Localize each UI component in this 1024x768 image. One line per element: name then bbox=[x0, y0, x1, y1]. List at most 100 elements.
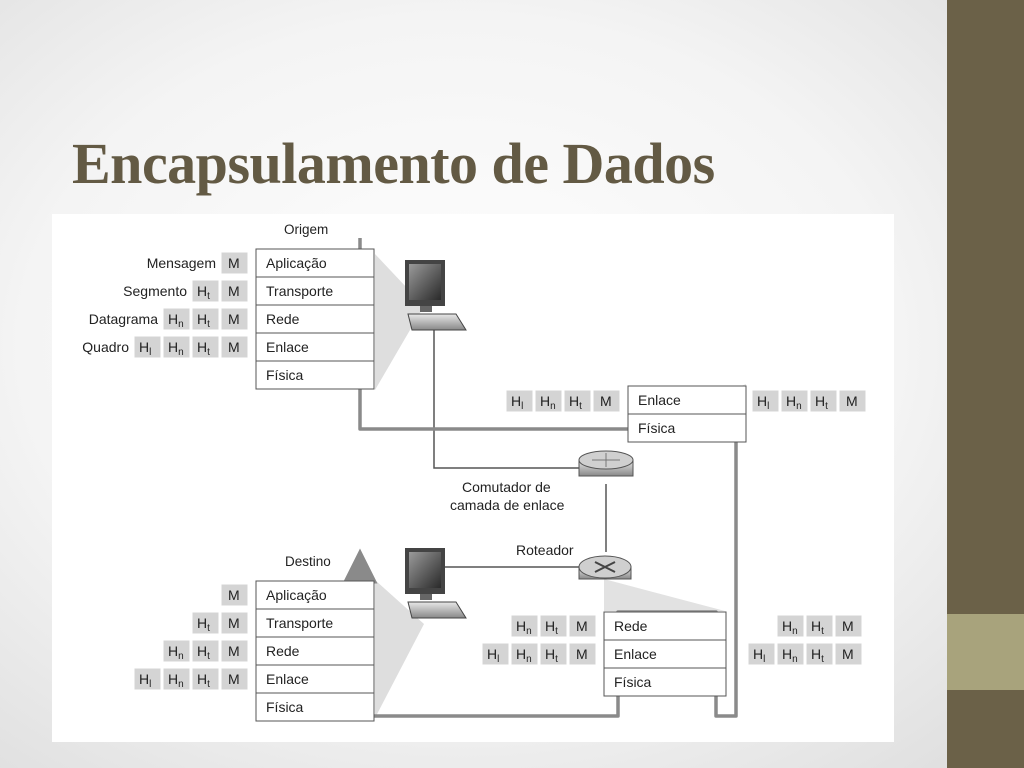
header-cell bbox=[834, 642, 863, 666]
switch-layer-label: Enlace bbox=[638, 392, 681, 408]
source-layer-label: Transporte bbox=[266, 283, 333, 299]
header-cell-text: Ht bbox=[197, 643, 210, 662]
header-cell-text: Hl bbox=[487, 646, 499, 665]
header-cell bbox=[838, 389, 867, 413]
header-cell bbox=[191, 307, 220, 331]
header-cell bbox=[539, 614, 568, 638]
header-cell bbox=[220, 667, 249, 691]
header-cell bbox=[539, 642, 568, 666]
header-cell bbox=[776, 614, 805, 638]
header-cell bbox=[510, 614, 539, 638]
header-cell bbox=[747, 642, 776, 666]
router-layer-label: Física bbox=[614, 674, 652, 690]
router-icon bbox=[578, 555, 632, 580]
header-cell bbox=[805, 614, 834, 638]
header-cell-text: Hl bbox=[139, 339, 151, 358]
pdu-name: Quadro bbox=[82, 339, 129, 355]
header-cell bbox=[162, 639, 191, 663]
header-cell-text: Ht bbox=[197, 615, 210, 634]
switch-label-line2: camada de enlace bbox=[450, 497, 565, 513]
header-cell-text: Ht bbox=[545, 646, 558, 665]
header-cell bbox=[220, 335, 249, 359]
header-cell bbox=[162, 335, 191, 359]
switch-layer-label: Física bbox=[638, 420, 676, 436]
header-cell bbox=[191, 279, 220, 303]
header-cell bbox=[220, 583, 249, 607]
header-cell-text: Hl bbox=[753, 646, 765, 665]
header-cell-text: Ht bbox=[197, 671, 210, 690]
source-label: Origem bbox=[284, 222, 328, 237]
source-layer-box bbox=[255, 304, 375, 334]
source-layer-box bbox=[255, 248, 375, 278]
header-cell bbox=[162, 307, 191, 331]
header-cell bbox=[751, 389, 780, 413]
header-cell bbox=[220, 251, 249, 275]
header-cell bbox=[191, 639, 220, 663]
header-cell-text: M bbox=[576, 618, 588, 634]
destination-layer-label: Enlace bbox=[266, 671, 309, 687]
header-cell bbox=[592, 389, 621, 413]
destination-label: Destino bbox=[285, 554, 331, 569]
source-layer-label: Física bbox=[266, 367, 304, 383]
source-layer-box bbox=[255, 332, 375, 362]
header-cell-text: Ht bbox=[197, 283, 210, 302]
header-cell-text: M bbox=[228, 255, 240, 271]
router-layer-label: Enlace bbox=[614, 646, 657, 662]
header-cell-text: Hl bbox=[757, 393, 769, 412]
source-layer-box bbox=[255, 276, 375, 306]
encapsulation-diagram: Origem AplicaçãoTransporteRedeEnlaceFísi… bbox=[82, 222, 867, 722]
destination-layer-label: Aplicação bbox=[266, 587, 327, 603]
header-cell bbox=[809, 389, 838, 413]
header-cell bbox=[191, 335, 220, 359]
header-cell bbox=[162, 667, 191, 691]
router-label: Roteador bbox=[516, 542, 574, 558]
header-cell bbox=[534, 389, 563, 413]
header-cell-text: Hl bbox=[511, 393, 523, 412]
source-layer-box bbox=[255, 360, 375, 390]
header-cell bbox=[481, 642, 510, 666]
source-computer-icon bbox=[405, 260, 467, 331]
switch-layer-box bbox=[627, 413, 747, 443]
header-cell-text: M bbox=[228, 283, 240, 299]
switch-icon bbox=[578, 450, 634, 477]
switch-layer-box bbox=[627, 385, 747, 415]
header-cell-text: Hl bbox=[139, 671, 151, 690]
header-cell bbox=[220, 279, 249, 303]
pdu-name: Mensagem bbox=[147, 255, 216, 271]
header-cell-text: M bbox=[228, 311, 240, 327]
header-cell bbox=[505, 389, 534, 413]
header-cell-text: M bbox=[228, 671, 240, 687]
header-cell-text: Ht bbox=[811, 618, 824, 637]
destination-layer-box bbox=[255, 580, 375, 610]
router-layer-box bbox=[603, 667, 727, 697]
header-cell-text: Ht bbox=[815, 393, 828, 412]
header-cell-text: M bbox=[842, 646, 854, 662]
header-cell-text: Ht bbox=[569, 393, 582, 412]
header-cell bbox=[776, 642, 805, 666]
header-cell-text: Ht bbox=[197, 339, 210, 358]
header-cell bbox=[805, 642, 834, 666]
router-layer-label: Rede bbox=[614, 618, 648, 634]
header-cell-text: M bbox=[600, 393, 612, 409]
header-cell bbox=[133, 335, 162, 359]
header-cell-text: M bbox=[228, 339, 240, 355]
destination-layer-label: Transporte bbox=[266, 615, 333, 631]
header-cell bbox=[220, 307, 249, 331]
source-layer-label: Enlace bbox=[266, 339, 309, 355]
header-cell bbox=[510, 642, 539, 666]
header-cell-text: M bbox=[228, 587, 240, 603]
header-cell bbox=[220, 639, 249, 663]
sidebar-accent bbox=[947, 614, 1024, 690]
pdu-name: Segmento bbox=[123, 283, 187, 299]
source-stack: Origem AplicaçãoTransporteRedeEnlaceFísi… bbox=[82, 222, 375, 390]
header-cell bbox=[133, 667, 162, 691]
header-cell bbox=[568, 614, 597, 638]
source-layer-label: Rede bbox=[266, 311, 300, 327]
destination-computer-icon bbox=[405, 548, 467, 619]
header-cell bbox=[191, 667, 220, 691]
header-cell bbox=[780, 389, 809, 413]
header-cell-text: Ht bbox=[545, 618, 558, 637]
destination-stack: Destino AplicaçãoTransporteRedeEnlaceFís… bbox=[133, 554, 375, 722]
